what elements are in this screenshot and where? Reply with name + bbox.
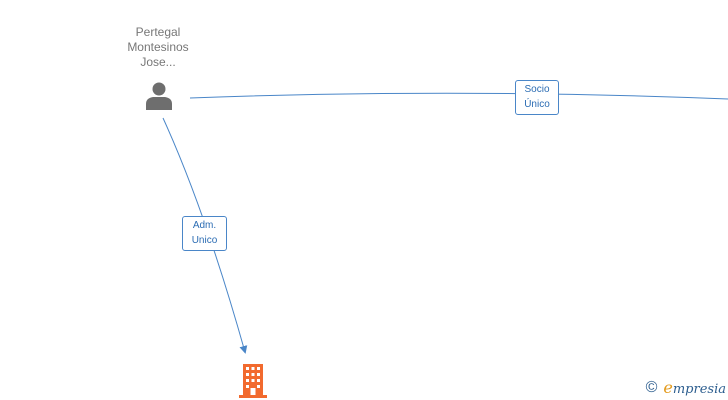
edge-label-adm-line-2: Unico xyxy=(191,235,218,246)
person-icon[interactable] xyxy=(143,80,175,112)
edge-label-socio-unico[interactable]: Socio Único xyxy=(515,80,559,115)
edge-socio-unico xyxy=(189,92,728,100)
edge-label-socio-line-2: Único xyxy=(524,99,550,110)
copyright-icon: © xyxy=(645,378,658,396)
brand-logo-rest: mpresia xyxy=(672,382,726,397)
building-icon[interactable] xyxy=(236,362,270,398)
person-name-line-3: Jose... xyxy=(140,55,176,69)
person-name-line-2: Montesinos xyxy=(127,40,189,54)
person-name[interactable]: Pertegal Montesinos Jose... xyxy=(98,25,218,70)
edge-label-socio-line-1: Socio xyxy=(524,84,550,95)
empresia-watermark: © empresia xyxy=(646,378,726,397)
person-name-line-1: Pertegal xyxy=(135,25,181,39)
brand-logo-e: e xyxy=(663,378,673,397)
brand-logo: empresia xyxy=(663,378,726,397)
edge-label-adm-unico[interactable]: Adm. Unico xyxy=(182,216,227,251)
edge-label-adm-line-1: Adm. xyxy=(192,220,217,231)
